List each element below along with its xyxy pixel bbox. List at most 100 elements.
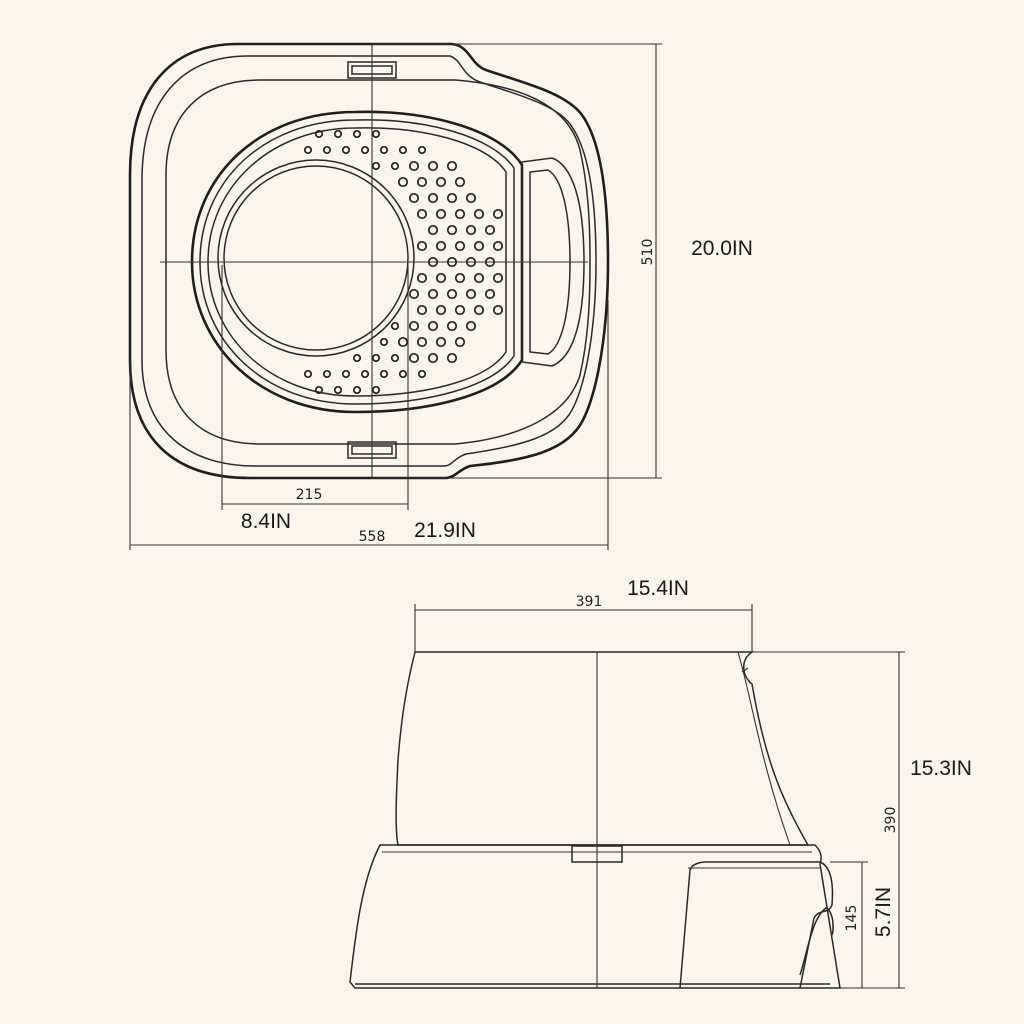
vent-hole <box>341 145 351 155</box>
top-view-lid-outer <box>190 110 524 414</box>
vent-hole <box>473 240 485 252</box>
vent-hole <box>360 145 370 155</box>
vent-hole <box>352 129 362 139</box>
vent-hole <box>465 192 477 204</box>
vent-hole <box>435 304 447 316</box>
vent-hole <box>484 288 496 300</box>
vent-hole <box>473 208 485 220</box>
vent-hole <box>435 272 447 284</box>
side-view-hood <box>395 651 810 846</box>
vent-hole <box>408 288 420 300</box>
vent-hole <box>446 352 458 364</box>
dim-inner-in: 8.4IN <box>241 510 291 533</box>
vent-hole <box>416 240 428 252</box>
vent-hole <box>416 272 428 284</box>
vent-hole <box>416 336 428 348</box>
vent-hole <box>465 256 477 268</box>
vent-hole <box>492 304 504 316</box>
vent-hole <box>371 385 381 395</box>
dim-step-in: 5.7IN <box>872 887 895 937</box>
vent-hole <box>427 288 439 300</box>
vent-hole <box>314 385 324 395</box>
vent-hole <box>303 369 313 379</box>
vent-hole <box>435 208 447 220</box>
vent-hole <box>465 320 477 332</box>
vent-hole <box>454 336 466 348</box>
top-view-dimensions: 215 8.4IN 558 21.9IN 510 20.0IN <box>129 43 753 550</box>
vent-hole <box>360 369 370 379</box>
vent-hole <box>465 288 477 300</box>
vent-hole <box>492 272 504 284</box>
vent-hole <box>417 145 427 155</box>
dim-top-mm: 391 <box>576 594 603 610</box>
dim-depth-in: 20.0IN <box>691 237 753 260</box>
vent-hole <box>352 385 362 395</box>
vent-hole <box>446 320 458 332</box>
side-view-hood-tick <box>741 667 749 673</box>
vent-hole <box>371 129 381 139</box>
vent-hole <box>352 353 362 363</box>
vent-hole <box>427 256 439 268</box>
vent-hole <box>473 272 485 284</box>
vent-hole <box>371 353 381 363</box>
vent-hole <box>446 256 458 268</box>
side-view <box>349 651 841 989</box>
vent-hole <box>408 192 420 204</box>
dim-top-in: 15.4IN <box>627 577 689 600</box>
side-view-base <box>349 844 841 989</box>
vent-hole <box>379 337 389 347</box>
dim-width-in: 21.9IN <box>414 519 476 542</box>
vent-hole <box>484 256 496 268</box>
vent-hole <box>446 288 458 300</box>
vent-hole <box>333 129 343 139</box>
vent-hole <box>303 145 313 155</box>
vent-hole <box>484 224 496 236</box>
vent-hole <box>397 176 409 188</box>
top-view-holes <box>303 129 504 395</box>
vent-hole <box>427 160 439 172</box>
vent-hole <box>446 160 458 172</box>
vent-hole <box>454 176 466 188</box>
vent-hole <box>427 192 439 204</box>
top-view-lid-inner-1 <box>199 119 515 405</box>
vent-hole <box>322 369 332 379</box>
vent-hole <box>408 320 420 332</box>
vent-hole <box>398 369 408 379</box>
vent-hole <box>492 240 504 252</box>
vent-hole <box>416 304 428 316</box>
vent-hole <box>333 385 343 395</box>
dim-width-mm: 558 <box>359 529 386 545</box>
vent-hole <box>390 353 400 363</box>
vent-hole <box>427 320 439 332</box>
vent-hole <box>492 208 504 220</box>
vent-hole <box>314 129 324 139</box>
top-view <box>128 42 610 480</box>
top-view-entrance-opening <box>223 165 409 351</box>
vent-hole <box>446 224 458 236</box>
vent-hole <box>371 161 381 171</box>
vent-hole <box>416 176 428 188</box>
vent-hole <box>408 160 420 172</box>
top-view-rim <box>141 55 597 467</box>
vent-hole <box>454 240 466 252</box>
dim-height-in: 15.3IN <box>910 757 972 780</box>
vent-hole <box>408 352 420 364</box>
vent-hole <box>390 321 400 331</box>
dim-depth-mm: 510 <box>640 239 656 266</box>
vent-hole <box>390 161 400 171</box>
vent-hole <box>465 224 477 236</box>
vent-hole <box>416 208 428 220</box>
dim-step-mm: 145 <box>844 905 860 932</box>
side-view-step-lip <box>799 907 834 976</box>
top-view-entrance-rim <box>217 159 415 357</box>
side-view-hood-seam <box>737 651 791 846</box>
vent-hole <box>454 208 466 220</box>
vent-hole <box>417 369 427 379</box>
top-view-lid-inner-2 <box>207 127 507 397</box>
vent-hole <box>341 369 351 379</box>
side-view-dimensions: 391 15.4IN 390 15.3IN 145 5.7IN <box>414 577 972 989</box>
vent-hole <box>454 304 466 316</box>
vent-hole <box>398 145 408 155</box>
